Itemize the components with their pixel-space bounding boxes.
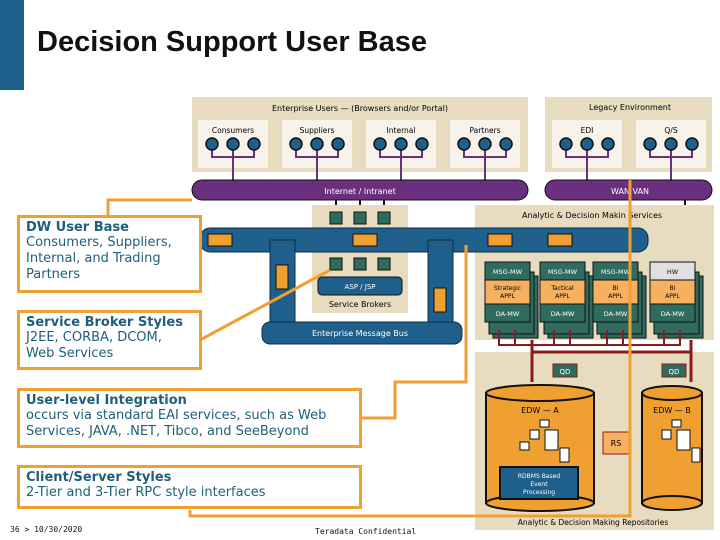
callout-body: occurs via standard EAI services, such a… <box>26 408 327 439</box>
app-top-label: MSG-MW <box>493 268 523 276</box>
rdbms-label: Processing <box>523 489 555 496</box>
user-icon <box>559 137 573 151</box>
app-name-label: BI <box>670 285 676 292</box>
user-icon <box>310 137 324 151</box>
app-name-label: Tactical <box>550 285 574 292</box>
envelope-icon <box>352 233 378 247</box>
bus-label: Enterprise Message Bus <box>312 329 408 338</box>
confidential-label: Teradata Confidential <box>315 527 417 536</box>
user-icon <box>289 137 303 151</box>
user-icon <box>457 137 471 151</box>
callout-body: J2EE, CORBA, DCOM, Web Services <box>26 330 162 361</box>
app-name-label: APPL <box>608 293 623 300</box>
message-bus-top <box>199 227 649 253</box>
user-group-label: EDI <box>581 126 594 135</box>
asp-label: ASP / JSP <box>345 283 376 291</box>
app-bottom-label: DA-MW <box>496 310 520 318</box>
user-icon <box>331 137 345 151</box>
page-title: Decision Support User Base <box>37 26 427 58</box>
app-bottom-label: DA-MW <box>604 310 628 318</box>
callout-body: Consumers, Suppliers, Internal, and Trad… <box>26 235 172 282</box>
callout-body: 2-Tier and 3-Tier RPC style interfaces <box>26 485 266 500</box>
user-group-label: Partners <box>469 126 500 135</box>
app-name-label: APPL <box>665 293 680 300</box>
app-name-label: APPL <box>555 293 570 300</box>
asp-jsp-box <box>317 276 403 296</box>
qd-label: QD <box>669 368 680 376</box>
user-icon <box>415 137 429 151</box>
user-group-label: Consumers <box>212 126 254 135</box>
app-top-label: MSG-MW <box>548 268 578 276</box>
user-icon <box>601 137 615 151</box>
callout-heading: User-level Integration <box>26 393 187 408</box>
envelope-icon <box>207 233 233 247</box>
envelope-icon <box>275 264 289 290</box>
app-name-label: BI <box>613 285 619 292</box>
internet-label: Internet / Intranet <box>324 187 395 196</box>
envelope-icon <box>547 233 573 247</box>
user-icon <box>580 137 594 151</box>
user-icon <box>478 137 492 151</box>
enterprise-message-bus <box>261 321 463 345</box>
app-name-label: APPL <box>500 293 515 300</box>
page-number-date: 36 > 10/30/2020 <box>10 525 83 534</box>
edw-b-label: EDW — B <box>653 406 691 415</box>
qd-box <box>552 363 578 378</box>
user-icon <box>394 137 408 151</box>
user-group-label: Q/S <box>664 126 677 135</box>
callout-connectors <box>106 180 632 518</box>
user-icon <box>247 137 261 151</box>
rdbms-label: Event <box>530 481 548 488</box>
brokers-label: Service Brokers <box>329 300 391 309</box>
title-accent-bar <box>0 0 24 90</box>
user-icon <box>499 137 513 151</box>
app-bottom-label: DA-MW <box>661 310 685 318</box>
app-name-label: Strategic <box>494 285 521 292</box>
repositories-label: Analytic & Decision Making Repositories <box>518 518 669 527</box>
services-label: Analytic & Decision Makin Services <box>522 211 662 220</box>
legacy-label: Legacy Environment <box>589 103 671 112</box>
enterprise-users-label: Enterprise Users — (Browsers and/or Port… <box>272 104 448 113</box>
user-icon <box>685 137 699 151</box>
callout-heading: DW User Base <box>26 220 129 235</box>
qd-box <box>661 363 687 378</box>
rs-label: RS <box>611 439 622 448</box>
app-top-label: HW <box>667 268 679 276</box>
edw-a-label: EDW — A <box>521 406 559 415</box>
user-group-label: Internal <box>387 126 416 135</box>
callout-heading: Service Broker Styles <box>26 315 183 330</box>
rdbms-label: RDBMS Based <box>518 473 560 480</box>
qd-label: QD <box>560 368 571 376</box>
envelope-icon <box>487 233 513 247</box>
user-icon <box>226 137 240 151</box>
callout-heading: Client/Server Styles <box>26 470 172 485</box>
user-icon <box>664 137 678 151</box>
user-icon <box>205 137 219 151</box>
user-icon <box>373 137 387 151</box>
app-top-label: MSG-MW <box>601 268 631 276</box>
rdbms-box <box>499 466 579 500</box>
user-icon <box>643 137 657 151</box>
app-bottom-label: DA-MW <box>551 310 575 318</box>
user-group-label: Suppliers <box>300 126 335 135</box>
envelope-icon <box>433 287 447 313</box>
